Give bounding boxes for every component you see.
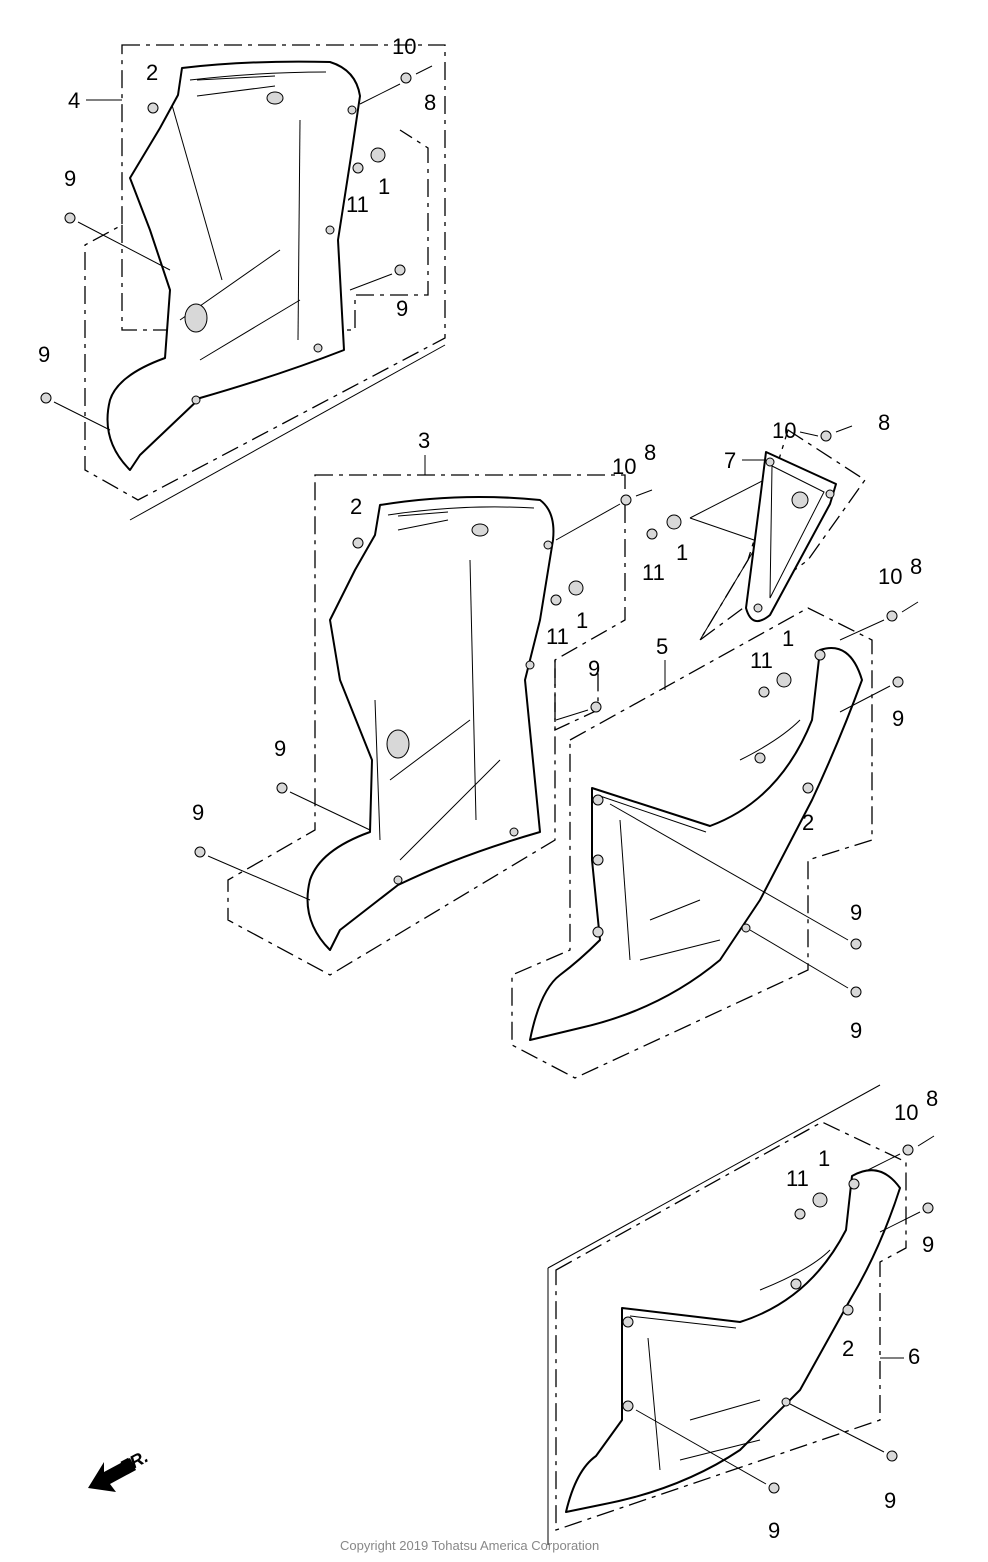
label-9: 9 (38, 342, 50, 367)
assembly-4-outline (84, 44, 446, 501)
label-8: 8 (910, 554, 922, 579)
fastener-9-l (768, 1482, 780, 1494)
fastener-1-e (812, 1192, 828, 1208)
fastener-9-g (892, 676, 904, 688)
label-8: 8 (424, 90, 436, 115)
fastener-9-j (922, 1202, 934, 1214)
fastener-11-e (794, 1208, 806, 1220)
fastener-10-d (886, 610, 898, 622)
label-9: 9 (884, 1488, 896, 1513)
label-9: 9 (922, 1232, 934, 1257)
label-10: 10 (612, 454, 636, 479)
fastener-9-d (276, 782, 288, 794)
front-direction-indicator: FR. (88, 1446, 151, 1492)
label-8: 8 (926, 1086, 938, 1111)
fastener-10-a (400, 72, 412, 84)
fastener-9-b (40, 392, 52, 404)
fastener-9-f (590, 701, 602, 713)
label-9: 9 (892, 706, 904, 731)
fastener-9-a (64, 212, 76, 224)
fastener-11-a (352, 162, 364, 174)
label-2: 2 (842, 1336, 854, 1361)
assembly-3: 3 2 9 9 9 10 8 11 1 (192, 428, 656, 976)
fastener-10-c (820, 430, 832, 442)
label-4: 4 (68, 88, 80, 113)
label-10: 10 (392, 34, 416, 59)
label-11: 11 (346, 192, 369, 217)
assembly-5-outline (511, 607, 873, 1079)
part-5-panel (529, 647, 863, 1041)
part-6-panel (565, 1169, 901, 1513)
fastener-9-i (850, 986, 862, 998)
label-1: 1 (818, 1146, 830, 1171)
fastener-1-c (666, 514, 682, 530)
label-11: 11 (750, 648, 773, 673)
assembly-6-outline (555, 1121, 907, 1531)
label-9: 9 (588, 656, 600, 681)
part-4-panel (106, 60, 361, 471)
label-11: 11 (546, 624, 569, 649)
fastener-10-b (620, 494, 632, 506)
copyright-text: Copyright 2019 Tohatsu America Corporati… (340, 1538, 599, 1553)
front-arrow-icon (88, 1458, 136, 1492)
fastener-2-c (802, 782, 814, 794)
assembly-3-outline (227, 474, 626, 976)
fastener-9-e (194, 846, 206, 858)
label-9: 9 (850, 900, 862, 925)
label-7: 7 (724, 448, 736, 473)
fastener-11-d (758, 686, 770, 698)
fastener-9-h (850, 938, 862, 950)
fastener-11-b (550, 594, 562, 606)
label-11: 11 (642, 560, 665, 585)
assembly-7-outline (699, 428, 866, 641)
label-1: 1 (676, 540, 688, 565)
assembly-4-inner-outline (121, 129, 429, 331)
part-7-panel (745, 451, 837, 623)
assembly-5: 5 10 8 11 1 9 2 9 9 (511, 554, 922, 1079)
label-10: 10 (772, 418, 796, 443)
label-8: 8 (644, 440, 656, 465)
fastener-9-c (394, 264, 406, 276)
fastener-2-a (147, 102, 159, 114)
fastener-2-d (842, 1304, 854, 1316)
label-9: 9 (850, 1018, 862, 1043)
label-3: 3 (418, 428, 430, 453)
label-11: 11 (786, 1166, 809, 1191)
label-9: 9 (274, 736, 286, 761)
label-9: 9 (64, 166, 76, 191)
label-1: 1 (576, 608, 588, 633)
assembly-6: 10 8 11 1 9 2 6 9 9 (547, 1084, 938, 1545)
assembly-7: 7 10 8 11 1 (642, 410, 890, 641)
assembly-4: 4 2 9 9 9 10 8 11 1 (38, 34, 446, 521)
label-10: 10 (894, 1100, 918, 1125)
label-2: 2 (802, 810, 814, 835)
part-3-panel (306, 495, 555, 951)
label-2: 2 (350, 494, 362, 519)
fastener-2-b (352, 537, 364, 549)
fastener-1-d (776, 672, 792, 688)
fastener-1-a (370, 147, 386, 163)
label-9: 9 (192, 800, 204, 825)
label-9: 9 (396, 296, 408, 321)
fastener-11-c (646, 528, 658, 540)
label-10: 10 (878, 564, 902, 589)
label-1: 1 (378, 174, 390, 199)
label-5: 5 (656, 634, 668, 659)
label-9: 9 (768, 1518, 780, 1543)
fastener-9-k (886, 1450, 898, 1462)
label-6: 6 (908, 1344, 920, 1369)
label-8: 8 (878, 410, 890, 435)
label-2: 2 (146, 60, 158, 85)
label-1: 1 (782, 626, 794, 651)
fastener-1-b (568, 580, 584, 596)
fastener-10-e (902, 1144, 914, 1156)
